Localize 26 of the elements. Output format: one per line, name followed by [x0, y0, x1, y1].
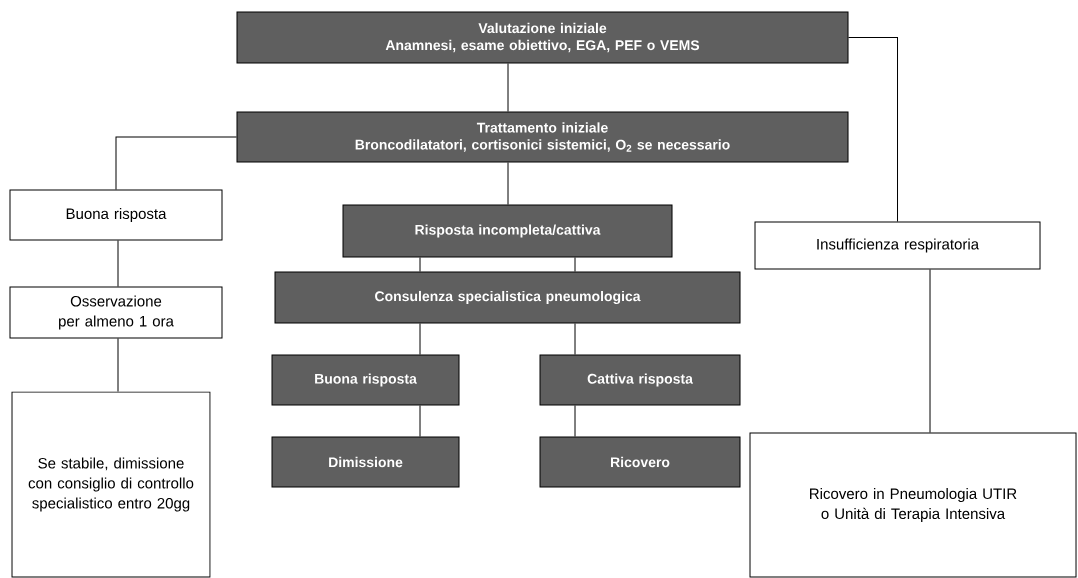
connector: [574, 323, 576, 355]
connector: [117, 338, 119, 392]
connector: [929, 269, 931, 433]
process-box: Dimissione: [271, 436, 460, 488]
connector: [848, 37, 898, 222]
outcome-box: Se stabile, dimissione con consiglio di controllo specialistico entro 20gg: [11, 391, 211, 578]
process-box: Cattiva risposta: [539, 354, 741, 406]
connector: [419, 405, 421, 437]
process-box: Risposta incompleta/cattiva: [342, 204, 673, 258]
connector: [574, 257, 576, 272]
process-box: Valutazione iniziale Anamnesi, esame obiettivo, EGA, PEF o VEMS: [236, 11, 849, 64]
connector: [507, 162, 509, 205]
connector: [419, 257, 421, 272]
connector: [115, 136, 237, 190]
connector: [117, 240, 119, 287]
connector: [574, 405, 576, 437]
process-box: Ricovero: [539, 436, 741, 488]
outcome-box: Insufficienza respiratoria: [754, 221, 1041, 270]
outcome-box: Ricovero in Pneumologia UTIR o Unità di Terapia Intensiva: [749, 432, 1077, 578]
connector: [419, 323, 421, 355]
connector: [507, 63, 509, 112]
process-box: Trattamento iniziale Broncodilatatori, cortisonici sistemici, O$_{2}$ se necessario: [236, 111, 849, 163]
process-box: Buona risposta: [271, 354, 460, 406]
process-box: Consulenza specialistica pneumologica: [274, 271, 741, 324]
outcome-box: Buona risposta: [9, 189, 223, 241]
outcome-box: Osservazione per almeno 1 ora: [9, 286, 223, 339]
